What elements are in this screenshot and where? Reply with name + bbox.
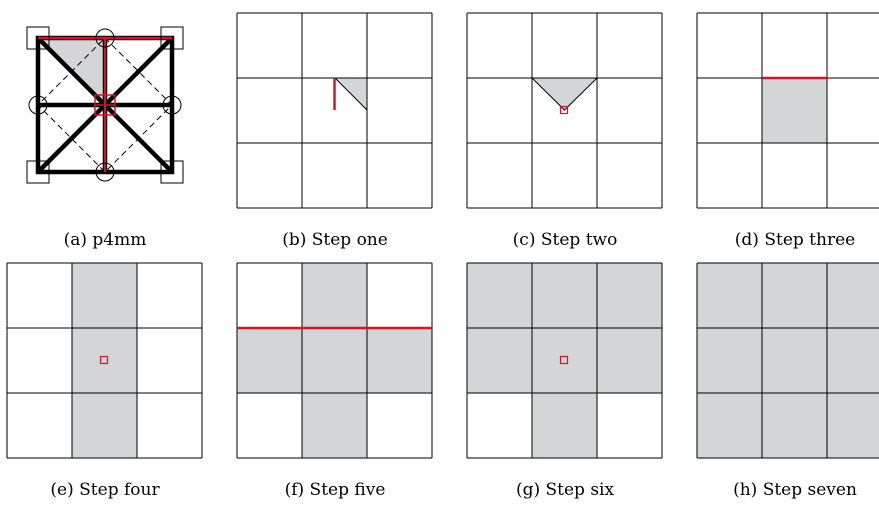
panel-h: [696, 262, 879, 459]
twofold-axis-symbol: [162, 95, 182, 115]
twofold-axis-symbol: [95, 28, 115, 48]
shaded-cell: [697, 328, 762, 393]
shaded-cell: [697, 393, 762, 458]
shaded-cell: [72, 393, 137, 458]
panel-f: [236, 262, 433, 459]
shaded-cell: [532, 393, 597, 458]
caption-f: (f) Step five: [284, 480, 386, 500]
shaded-cell: [762, 263, 827, 328]
shaded-cell: [697, 263, 762, 328]
shaded-cell: [237, 328, 302, 393]
half-square-triangle: [530, 77, 599, 111]
panel-g: [466, 262, 663, 459]
shaded-cell: [467, 263, 532, 328]
shaded-cell: [597, 328, 662, 393]
shaded-cell: [302, 393, 367, 458]
shaded-cell: [72, 263, 137, 328]
shaded-cell: [597, 263, 662, 328]
fourfold-axis-symbol: [160, 160, 184, 184]
rotation-center-marker: [559, 355, 569, 365]
shaded-cell: [827, 263, 879, 328]
panel-e: [6, 262, 203, 459]
fourfold-axis-symbol: [160, 26, 184, 50]
panel-b: [236, 12, 433, 209]
fourfold-axis-symbol: [26, 26, 50, 50]
twofold-axis-symbol: [95, 162, 115, 182]
rotation-center-marker: [559, 105, 569, 115]
caption-e: (e) Step four: [50, 480, 160, 500]
fundamental-triangle: [333, 77, 368, 112]
shaded-cell: [762, 393, 827, 458]
shaded-cell: [467, 328, 532, 393]
shaded-cell: [367, 328, 432, 393]
twofold-axis-symbol: [28, 95, 48, 115]
shaded-cell: [532, 263, 597, 328]
panel-a: [26, 26, 184, 184]
shaded-cell: [827, 393, 879, 458]
panel-d: [696, 12, 879, 209]
rotation-center-marker: [99, 355, 109, 365]
caption-a: (a) p4mm: [63, 230, 147, 250]
shaded-cell: [762, 78, 827, 143]
glide-diamond: [37, 37, 173, 173]
shaded-cell: [302, 263, 367, 328]
shaded-cell: [762, 328, 827, 393]
fourfold-axis-symbol: [26, 160, 50, 184]
caption-d: (d) Step three: [734, 230, 856, 250]
caption-b: (b) Step one: [282, 230, 388, 250]
caption-c: (c) Step two: [512, 230, 618, 250]
shaded-cell: [302, 328, 367, 393]
panels-layer: [6, 12, 879, 459]
panel-c: [466, 12, 663, 209]
shaded-cell: [72, 328, 137, 393]
caption-g: (g) Step six: [515, 480, 615, 500]
shaded-cell: [532, 328, 597, 393]
caption-h: (h) Step seven: [733, 480, 857, 500]
shaded-cell: [827, 328, 879, 393]
